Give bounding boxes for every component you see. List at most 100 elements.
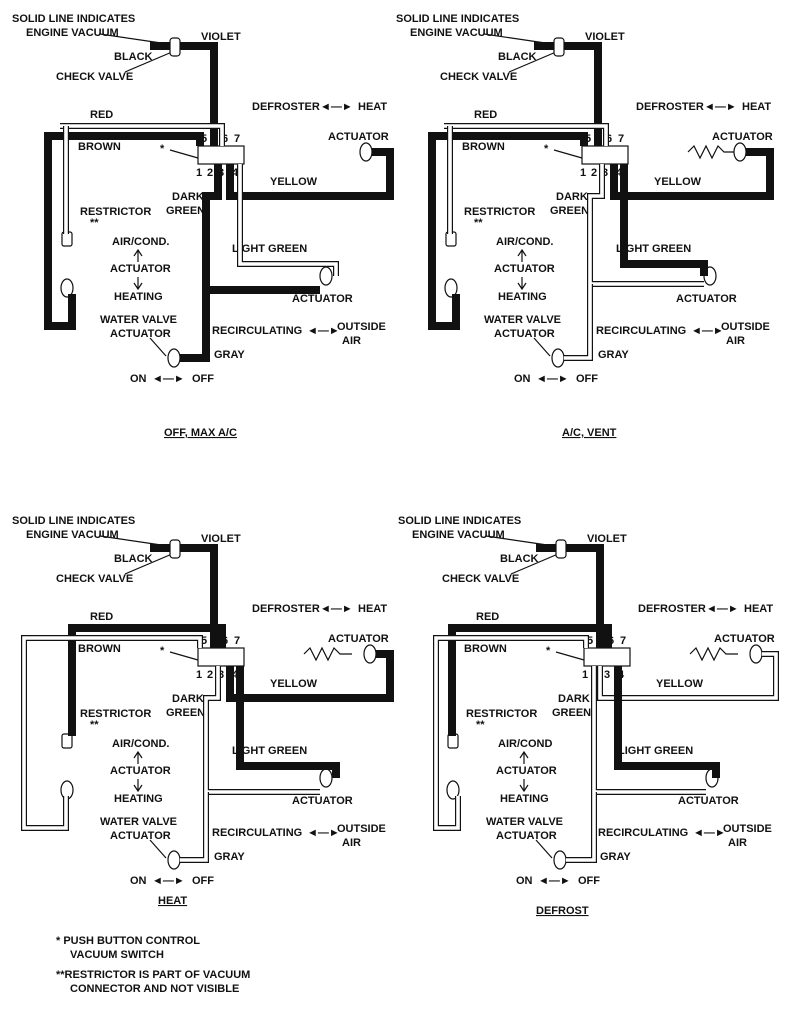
- spring-icon: [689, 646, 738, 662]
- red-label: RED: [474, 109, 497, 121]
- port-3-label: 3: [218, 669, 224, 681]
- violet-hose: [180, 544, 218, 648]
- actuator-top-label: ACTUATOR: [328, 131, 389, 143]
- dark-label: DARK: [558, 693, 590, 705]
- check-valve-icon: [555, 539, 567, 559]
- spring-icon: [303, 646, 352, 662]
- black-label: BLACK: [114, 553, 153, 565]
- gray-hose: [564, 284, 593, 361]
- defrost-actuator-icon: [363, 644, 377, 664]
- water-valve-label: WATER VALVE: [484, 314, 561, 326]
- on-label: ON: [516, 875, 533, 887]
- diagram-title: A/C, VENT: [562, 427, 617, 439]
- water-valve-actuator-label: ACTUATOR: [110, 830, 171, 842]
- defrost-actuator-icon: [749, 644, 763, 664]
- restrictor-label: RESTRICTOR: [466, 708, 537, 720]
- actuator-right-label: ACTUATOR: [292, 795, 353, 807]
- water-valve-actuator-label: ACTUATOR: [494, 328, 555, 340]
- light-green-hose: [614, 666, 720, 778]
- yellow-hose: [610, 148, 774, 200]
- air-cond-label: AIR/COND.: [496, 236, 553, 248]
- heat-label: HEAT: [358, 101, 387, 113]
- port-6-label: 6: [606, 133, 612, 145]
- port-4-label: 4: [232, 167, 239, 179]
- panel-heat: SOLID LINE INDICATES ENGINE VACUUM VIOLE…: [12, 515, 394, 907]
- outside-label: OUTSIDE: [721, 321, 770, 333]
- defrost-actuator-icon: [733, 142, 747, 162]
- restrictor-icon: [445, 231, 457, 247]
- red-label: RED: [476, 611, 499, 623]
- solid-line-label: SOLID LINE INDICATES: [396, 13, 519, 25]
- port-5-label: 5: [201, 635, 207, 647]
- violet-label: VIOLET: [201, 533, 241, 545]
- actuator-right-label: ACTUATOR: [678, 795, 739, 807]
- port-5-label: 5: [587, 635, 593, 647]
- port-7-label: 7: [234, 635, 240, 647]
- push-button-switch-icon: [581, 145, 629, 165]
- actuator-mid-label: ACTUATOR: [494, 263, 555, 275]
- push-button-switch-icon: [197, 145, 245, 165]
- heat-label: HEAT: [744, 603, 773, 615]
- check-valve-label: CHECK VALVE: [56, 573, 133, 585]
- down-arrow-icon: [133, 779, 143, 793]
- arrow-glyph: ◄—►: [152, 875, 185, 887]
- panel-off-max-ac: SOLID LINE INDICATES ENGINE VACUUM VIOLE…: [12, 13, 394, 439]
- diagram-title: OFF, MAX A/C: [164, 427, 237, 439]
- actuator-top-label: ACTUATOR: [712, 131, 773, 143]
- arrow-glyph: ◄—►: [691, 325, 724, 337]
- red-label: RED: [90, 611, 113, 623]
- leader-line: [510, 553, 559, 575]
- air-cond-actuator-icon: [60, 278, 74, 298]
- yellow-label: YELLOW: [654, 176, 702, 188]
- dark-label: DARK: [172, 191, 204, 203]
- light-green-hose: [236, 666, 340, 778]
- yellow-hose: [226, 148, 394, 200]
- footnote-1-line-2: VACUUM SWITCH: [70, 949, 164, 961]
- engine-vacuum-label: ENGINE VACUUM: [26, 27, 119, 39]
- leader-line: [124, 51, 173, 73]
- restrictor-label: RESTRICTOR: [80, 206, 151, 218]
- leader-line: [533, 337, 551, 357]
- up-arrow-icon: [133, 750, 143, 764]
- diagram-title: DEFROST: [536, 905, 589, 917]
- port-2-label: 2: [591, 167, 597, 179]
- water-valve-actuator-icon: [167, 850, 181, 870]
- double-asterisk-label: **: [476, 719, 485, 731]
- yellow-label: YELLOW: [656, 678, 704, 690]
- arrow-glyph: ◄—►: [706, 603, 739, 615]
- outside-label: OUTSIDE: [337, 823, 386, 835]
- asterisk-label: *: [544, 143, 549, 155]
- push-button-switch-icon: [583, 647, 631, 667]
- arrow-glyph: ◄—►: [320, 603, 353, 615]
- actuator-mid-label: ACTUATOR: [496, 765, 557, 777]
- actuator-top-label: ACTUATOR: [328, 633, 389, 645]
- off-label: OFF: [192, 373, 214, 385]
- air-cond-label: AIR/COND: [498, 738, 552, 750]
- black-label: BLACK: [500, 553, 539, 565]
- yellow-label: YELLOW: [270, 176, 318, 188]
- heat-label: HEAT: [742, 101, 771, 113]
- green-label: GREEN: [166, 707, 205, 719]
- restrictor-label: RESTRICTOR: [464, 206, 535, 218]
- red-hose: [68, 624, 226, 736]
- actuator-right-label: ACTUATOR: [292, 293, 353, 305]
- arrow-glyph: ◄—►: [693, 827, 726, 839]
- light-green-label: LIGHT GREEN: [618, 745, 693, 757]
- on-label: ON: [130, 373, 147, 385]
- port-1-label: 1: [580, 167, 586, 179]
- heating-label: HEATING: [498, 291, 547, 303]
- check-valve-icon: [553, 37, 565, 57]
- up-arrow-icon: [519, 750, 529, 764]
- panel-defrost: SOLID LINE INDICATES ENGINE VACUUM VIOLE…: [398, 515, 779, 917]
- leader-line: [555, 651, 585, 661]
- gray-hose: [180, 290, 210, 362]
- recirc-actuator-icon: [319, 266, 333, 286]
- check-valve-icon: [169, 37, 181, 57]
- violet-hose: [180, 42, 218, 146]
- off-label: OFF: [192, 875, 214, 887]
- heating-label: HEATING: [114, 291, 163, 303]
- recirculating-label: RECIRCULATING: [598, 827, 688, 839]
- check-valve-label: CHECK VALVE: [442, 573, 519, 585]
- leader-line: [149, 337, 167, 357]
